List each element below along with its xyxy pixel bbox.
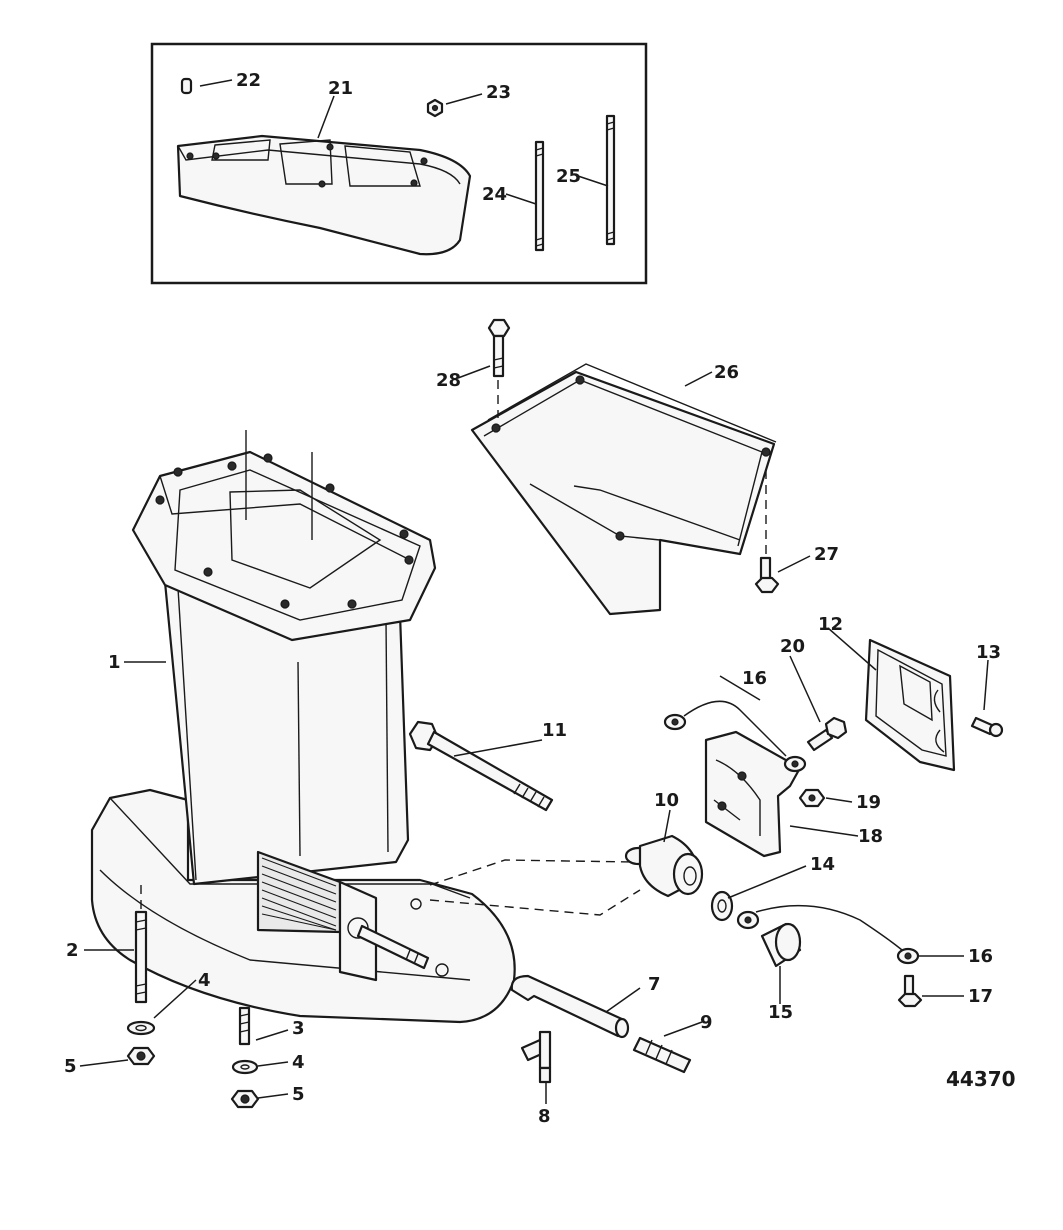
part-10-rubber-mount (624, 834, 704, 898)
callout-7: 7 (648, 974, 661, 995)
callout-20: 20 (780, 636, 805, 657)
leader-lines (79, 79, 989, 1104)
callout-27: 27 (814, 544, 839, 565)
part-17-screw (897, 974, 923, 1008)
callout-11: 11 (542, 720, 567, 741)
part-12-cover-plate (864, 638, 956, 772)
callout-19: 19 (856, 792, 881, 813)
callout-24: 24 (482, 184, 507, 205)
part-20-bolt (806, 716, 848, 752)
part-21-plate (176, 134, 472, 256)
part-1-driveshaft-housing (90, 430, 516, 1024)
part-5-nut-b (230, 1089, 260, 1109)
callout-3: 3 (292, 1018, 305, 1039)
part-9-hose-fitting (632, 1036, 692, 1074)
callout-18: 18 (858, 826, 883, 847)
part-11-long-bolt (356, 720, 554, 970)
part-18-bracket (704, 730, 802, 858)
callout-9: 9 (700, 1012, 713, 1033)
callout-23: 23 (486, 82, 511, 103)
part-5-nut (126, 1046, 156, 1066)
part-7-hose (510, 974, 630, 1039)
callout-1: 1 (108, 652, 121, 673)
part-15-cap-nut (760, 922, 802, 968)
part-16-ground-strap-upper (663, 700, 807, 773)
part-26-cover (470, 363, 777, 616)
callout-22: 22 (236, 70, 261, 91)
part-14-washer (710, 890, 734, 922)
callout-21: 21 (328, 78, 353, 99)
part-16-ground-strap-lower (736, 904, 920, 965)
callout-25: 25 (556, 166, 581, 187)
callout-17: 17 (968, 986, 993, 1007)
part-22-sleeve (180, 77, 193, 95)
part-2-stud (134, 885, 148, 1004)
part-24-stud (534, 140, 545, 252)
callout-10: 10 (654, 790, 679, 811)
callout-15: 15 (768, 1002, 793, 1023)
part-3-stud (238, 1006, 251, 1046)
part-23-nut (426, 98, 444, 118)
callout-26: 26 (714, 362, 739, 383)
part-4-washer (126, 1020, 156, 1036)
figure-number: 44370 (946, 1067, 1016, 1091)
callout-14: 14 (810, 854, 835, 875)
callout-5-left: 5 (64, 1056, 77, 1077)
part-8-elbow-fitting (520, 1030, 552, 1084)
part-25-stud (605, 114, 616, 246)
callout-16-lower: 16 (968, 946, 993, 967)
callout-13: 13 (976, 642, 1001, 663)
callout-labels: 22 21 23 24 25 26 28 27 1 11 16 20 12 13… (64, 70, 1001, 1127)
inset-frame (150, 42, 648, 285)
callout-5-center: 5 (292, 1084, 305, 1105)
callout-4-left: 4 (198, 970, 211, 991)
part-28-bolt (487, 318, 511, 418)
callout-2: 2 (66, 940, 79, 961)
callout-12: 12 (818, 614, 843, 635)
callout-8: 8 (538, 1106, 551, 1127)
part-27-screw (754, 470, 780, 594)
part-19-nut (798, 788, 826, 808)
part-4-washer-b (231, 1059, 259, 1075)
callout-28: 28 (436, 370, 461, 391)
callout-16-upper: 16 (742, 668, 767, 689)
part-13-screw (970, 716, 1004, 738)
callout-4-center: 4 (292, 1052, 305, 1073)
